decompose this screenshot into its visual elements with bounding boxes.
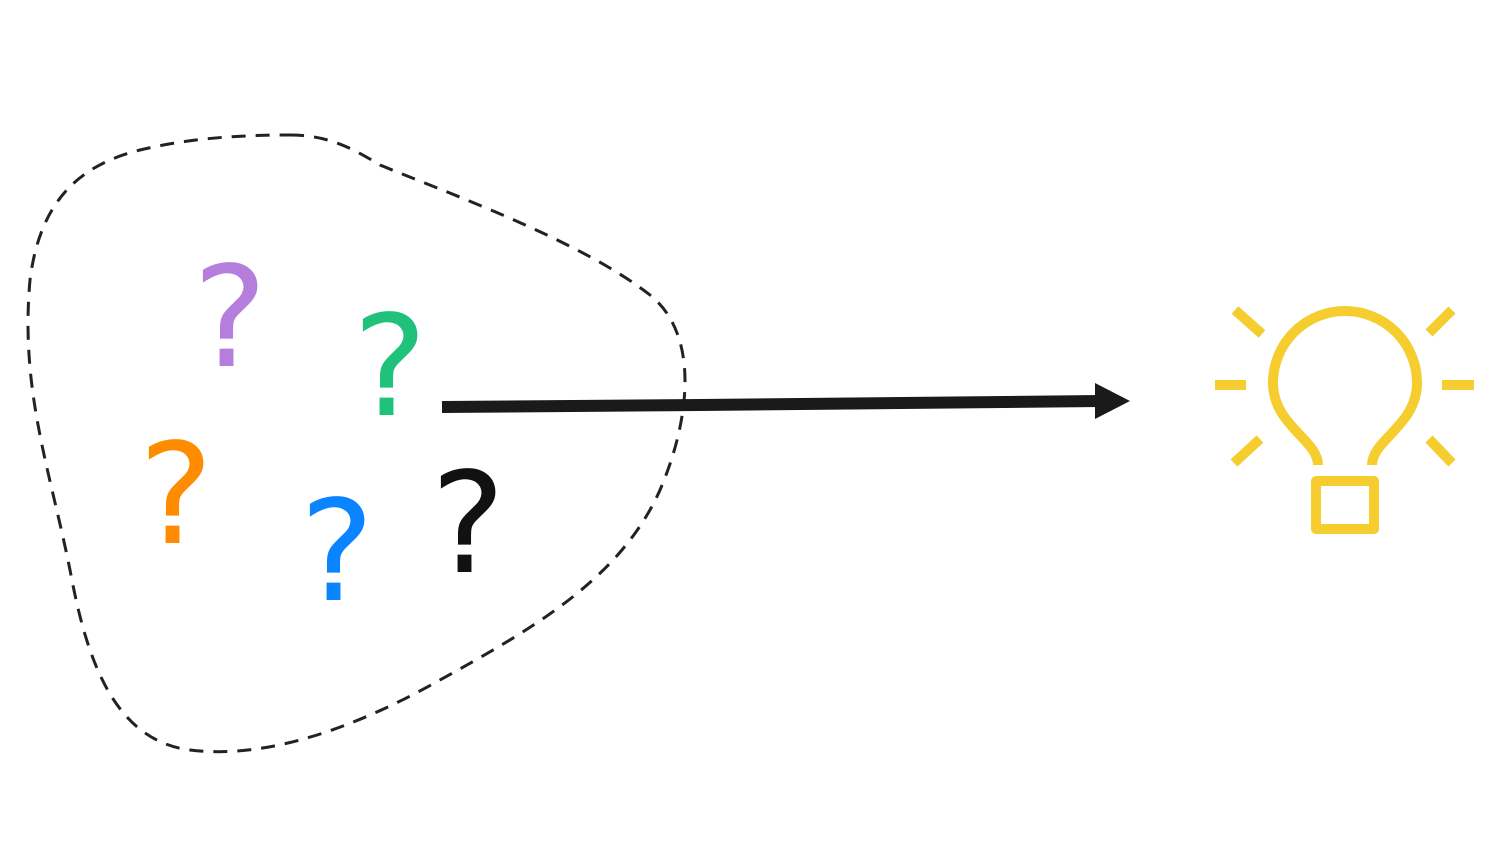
bulb-base bbox=[1311, 476, 1379, 534]
bulb-ray-lower-left bbox=[1230, 435, 1264, 467]
bulb-ray-lower-right bbox=[1425, 435, 1456, 467]
bulb-ray-upper-left bbox=[1231, 306, 1266, 338]
dashed-region-outline bbox=[26, 133, 687, 754]
arrow-right-icon bbox=[441, 383, 1130, 419]
question-mark-blue: ? bbox=[300, 471, 374, 634]
arrow-shaft bbox=[441, 395, 1101, 413]
question-mark-orange: ? bbox=[139, 414, 213, 577]
question-mark-green: ? bbox=[353, 286, 427, 449]
bulb-glass bbox=[1268, 306, 1422, 466]
arrow-head bbox=[1095, 383, 1130, 419]
bulb-ray-upper-right bbox=[1425, 306, 1456, 337]
question-mark-purple: ? bbox=[193, 237, 267, 400]
question-mark-black: ? bbox=[431, 443, 505, 606]
lightbulb-icon bbox=[1215, 306, 1474, 534]
